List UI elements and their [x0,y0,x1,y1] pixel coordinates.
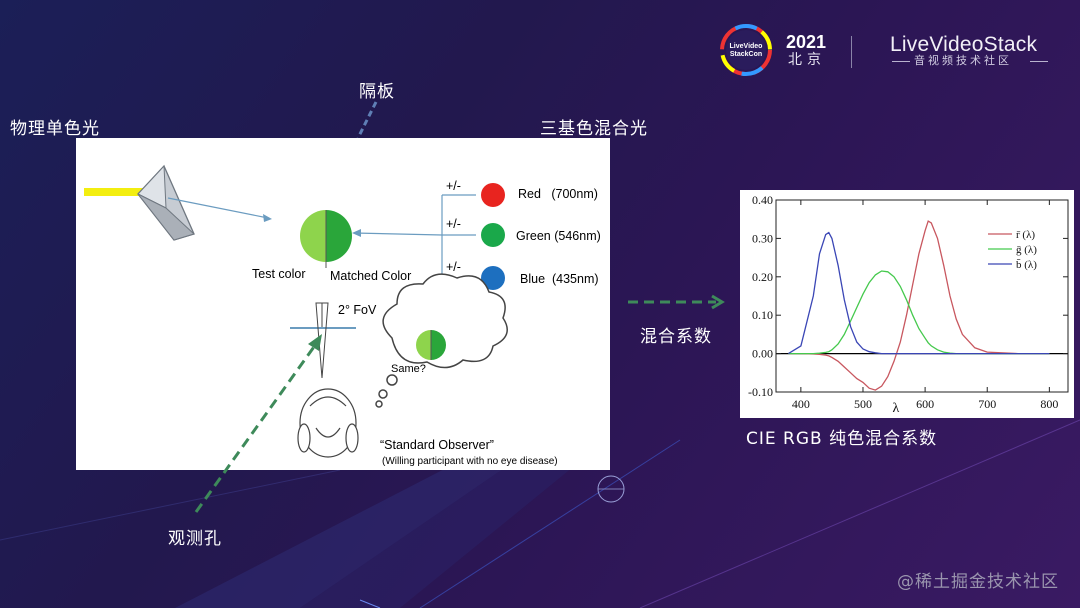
green-label: Green (546nm) [516,229,601,243]
observer-subtitle: (Willing participant with no eye disease… [382,456,558,467]
observer-head-icon [297,388,359,458]
label-cie-caption: CIE RGB 纯色混合系数 [746,429,938,449]
experiment-diagram: Test color Matched Color +/- +/- +/- Red… [76,138,610,470]
label-peephole: 观测孔 [168,529,222,549]
peephole-arrow-head [308,334,322,351]
legend-label: r̄ (λ) [1016,229,1035,241]
event-logo-icon: LiveVideo StackCon [720,24,772,76]
y-tick-label: 0.10 [752,308,773,322]
thought-cloud-icon [375,273,508,408]
brand-rule-left [892,61,910,62]
legend-label: b̄ (λ) [1016,259,1037,271]
plus-minus-green: +/- [446,217,461,231]
event-year: 2021 [786,32,827,52]
same-label: Same? [391,363,426,375]
label-physical-mono-light: 物理单色光 [10,119,100,139]
x-tick-label: 400 [792,397,810,411]
partition-pointer [356,101,378,139]
light-beam [84,188,152,196]
label-mixing-coeff: 混合系数 [640,327,712,347]
test-color-circle [300,210,352,268]
plus-minus-red: +/- [446,179,461,193]
legend-label: ḡ (λ) [1016,244,1037,256]
mixing-arrow-head [711,294,725,310]
y-tick-label: 0.40 [752,193,773,207]
label-tri-mix-light: 三基色混合光 [540,119,648,139]
blue-label: Blue (435nm) [520,272,599,286]
cie-chart-svg: 0.40 0.30 0.20 0.10 0.00 -0.10 400 500 600 700 800… [748,193,1069,416]
series-line-0 [788,220,1050,391]
brand-subtitle: 音视频技术社区 [914,54,1012,67]
prism-icon [137,164,195,241]
y-tick-label: 0.30 [752,231,773,245]
cie-rgb-chart: 0.40 0.30 0.20 0.10 0.00 -0.10 400 500 600 700 800… [740,190,1074,418]
event-city: 北京 [788,52,826,68]
x-axis-label: λ [893,401,900,416]
series-line-2 [788,231,1050,355]
brand-logo: LiveVideoStack [890,33,1038,56]
observer-title: “Standard Observer” [380,438,494,452]
fov-label: 2° FoV [338,303,377,317]
svg-text:LiveVideo: LiveVideo [730,43,763,50]
header-divider [851,36,852,68]
same-color-circle [416,330,446,360]
label-partition: 隔板 [359,82,395,102]
test-color-label: Test color [252,267,306,281]
plot-frame [775,199,1069,393]
x-tick-label: 700 [978,397,996,411]
y-tick-label: -0.10 [748,385,773,399]
x-tick-label: 800 [1040,397,1058,411]
blue-primary-light [481,266,505,290]
watermark: @稀土掘金技术社区 [897,572,1059,592]
plus-minus-blue: +/- [446,260,461,274]
svg-text:StackCon: StackCon [730,51,762,58]
red-label: Red (700nm) [518,187,598,201]
diagram-drawing [84,164,508,458]
x-tick-label: 600 [916,397,934,411]
matched-color-label: Matched Color [330,269,412,283]
red-primary-light [481,183,505,207]
x-tick-label: 500 [854,397,872,411]
green-primary-light [481,223,505,247]
y-tick-label: 0.00 [752,347,773,361]
brand-rule-right [1030,61,1048,62]
series-line-1 [788,270,1050,355]
y-tick-label: 0.20 [752,270,773,284]
